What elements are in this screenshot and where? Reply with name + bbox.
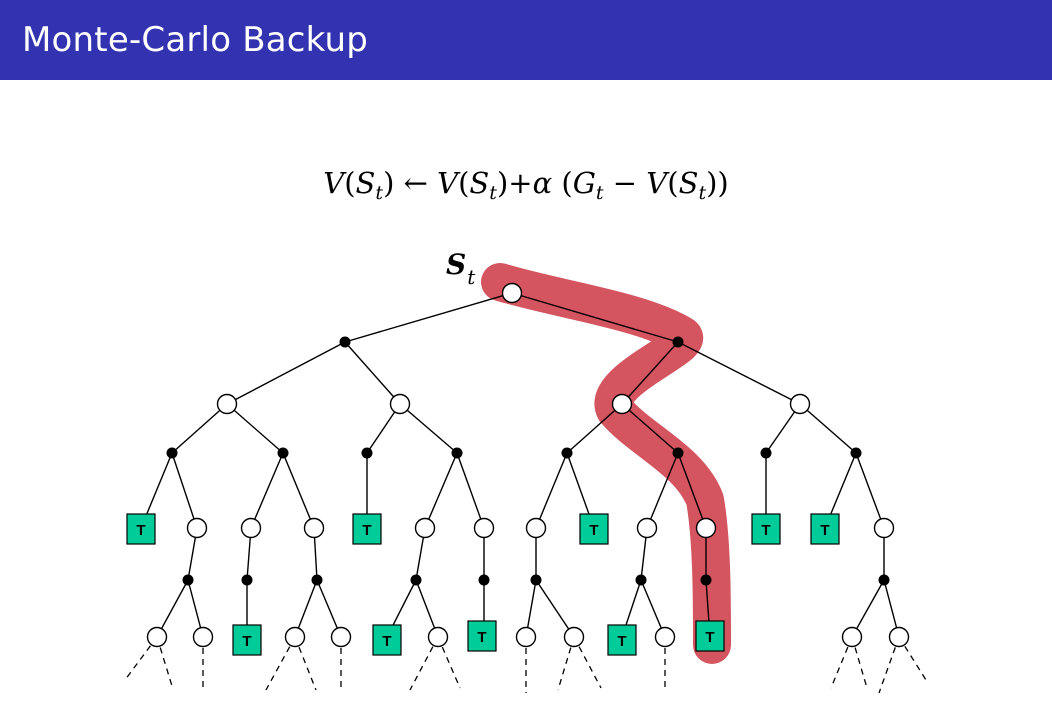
eq-s: S xyxy=(678,166,699,200)
terminal-label: T xyxy=(617,633,626,650)
state-node xyxy=(330,626,352,648)
terminal-node: T xyxy=(607,624,637,656)
action-node xyxy=(166,447,178,459)
eq-sub-t: t xyxy=(595,182,604,204)
action-node xyxy=(635,574,647,586)
eq-rparen: ) xyxy=(383,166,395,200)
terminal-nodes: T T T T T T T xyxy=(126,513,840,656)
eq-sub-t: t xyxy=(489,182,497,204)
title-bar: Monte-Carlo Backup xyxy=(0,0,1052,80)
state-node xyxy=(515,626,537,648)
eq-v: V xyxy=(646,166,668,200)
state-node xyxy=(695,517,717,539)
action-node xyxy=(277,447,289,459)
slide-title: Monte-Carlo Backup xyxy=(22,20,369,60)
action-node xyxy=(182,574,194,586)
eq-minus: − xyxy=(612,166,638,200)
terminal-label: T xyxy=(136,522,145,539)
action-node xyxy=(561,447,573,459)
eq-arrow: ← xyxy=(403,166,428,200)
action-node xyxy=(478,574,490,586)
state-node xyxy=(888,626,910,648)
state-node xyxy=(654,626,676,648)
action-node xyxy=(878,574,890,586)
root-state-label-sub: t xyxy=(467,265,476,289)
root-state-label: St xyxy=(446,248,476,289)
eq-s: S xyxy=(469,166,490,200)
action-node xyxy=(361,447,373,459)
terminal-label: T xyxy=(477,629,486,646)
action-node xyxy=(451,447,463,459)
terminal-node: T xyxy=(751,513,781,545)
state-node xyxy=(563,626,585,648)
state-node xyxy=(473,517,495,539)
eq-v: V xyxy=(323,166,345,200)
terminal-node: T xyxy=(232,624,262,656)
action-nodes xyxy=(166,336,890,586)
eq-lparen: ( xyxy=(561,166,573,200)
terminal-node: T xyxy=(810,513,840,545)
state-node xyxy=(303,517,325,539)
sampled-path-highlight xyxy=(481,263,731,664)
action-node xyxy=(700,574,712,586)
terminal-label: T xyxy=(820,522,829,539)
eq-sub-t: t xyxy=(698,182,707,204)
action-node xyxy=(410,574,422,586)
state-node xyxy=(873,517,895,539)
eq-rparen: ) xyxy=(706,166,718,200)
state-node xyxy=(414,517,436,539)
state-node xyxy=(216,393,238,415)
eq-plus: + xyxy=(508,166,533,200)
action-node xyxy=(241,574,253,586)
state-node xyxy=(146,626,168,648)
eq-lparen: ( xyxy=(344,166,356,200)
eq-alpha: α xyxy=(532,166,553,200)
tree-continuations xyxy=(124,636,927,694)
terminal-node: T xyxy=(372,624,402,656)
state-node xyxy=(636,517,658,539)
action-node xyxy=(339,336,351,348)
eq-rparen: ) xyxy=(717,166,729,200)
state-node xyxy=(789,393,811,415)
eq-lparen: ( xyxy=(458,166,470,200)
action-node xyxy=(760,447,772,459)
action-node xyxy=(530,574,542,586)
action-node xyxy=(672,447,684,459)
state-node xyxy=(192,626,214,648)
terminal-node: T xyxy=(467,620,497,652)
root-state-node xyxy=(501,282,523,304)
eq-v: V xyxy=(437,166,459,200)
action-node xyxy=(850,447,862,459)
state-node xyxy=(284,626,306,648)
state-node xyxy=(240,517,262,539)
state-node xyxy=(427,626,449,648)
terminal-label: T xyxy=(242,633,251,650)
state-node xyxy=(186,517,208,539)
state-nodes xyxy=(146,282,910,648)
terminal-node-sampled: T xyxy=(695,620,725,652)
eq-g: G xyxy=(572,166,596,200)
terminal-label: T xyxy=(705,629,714,646)
state-node xyxy=(611,393,633,415)
mc-update-equation: V(St) ← V(St)+α (Gt − V(St)) xyxy=(0,166,1052,203)
state-node xyxy=(525,517,547,539)
eq-s: S xyxy=(355,166,376,200)
terminal-node: T xyxy=(352,513,382,545)
state-node xyxy=(841,626,863,648)
eq-rparen: ) xyxy=(496,166,509,200)
terminal-node: T xyxy=(579,513,609,545)
terminal-label: T xyxy=(382,633,391,650)
terminal-label: T xyxy=(761,522,770,539)
terminal-label: T xyxy=(589,522,598,539)
terminal-label: T xyxy=(362,522,371,539)
tree-edges xyxy=(140,292,900,638)
terminal-node: T xyxy=(126,513,156,545)
state-node xyxy=(389,393,411,415)
action-node xyxy=(672,336,684,348)
eq-sub-t: t xyxy=(375,182,384,204)
action-node xyxy=(311,574,323,586)
eq-lparen: ( xyxy=(667,166,679,200)
